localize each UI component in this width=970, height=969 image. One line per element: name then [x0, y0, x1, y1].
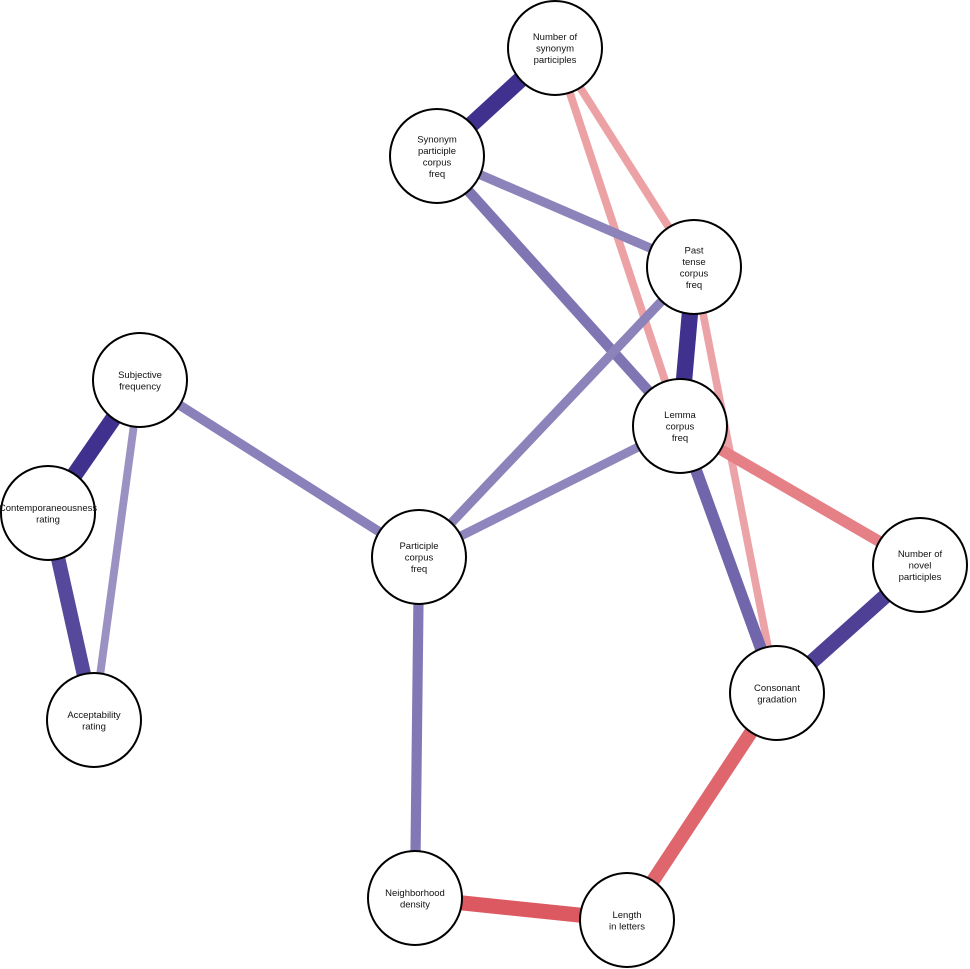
node-circle: [507, 0, 603, 96]
node-circle: [632, 378, 728, 474]
node-circle: [371, 509, 467, 605]
node-label: gradation: [757, 694, 797, 705]
edge-subj-part: [137, 376, 422, 561]
node-circle: [367, 850, 463, 946]
node-label: corpus: [666, 422, 695, 433]
node-label: Contemporaneousness: [0, 503, 97, 514]
node-label: Synonym: [417, 134, 457, 145]
node-circle: [729, 645, 825, 741]
node-label: Lemma: [664, 410, 696, 421]
node-label: participles: [899, 572, 942, 583]
edge-part-neigh: [409, 556, 425, 899]
node-label: freq: [672, 433, 688, 444]
node-label: Number of: [533, 32, 578, 43]
node-circle: [46, 672, 142, 768]
node-label: Participle: [399, 541, 438, 552]
node-label: Number of: [898, 549, 943, 560]
node-label: Consonant: [754, 683, 800, 694]
edges-layer: [40, 41, 926, 928]
node-circle: [92, 332, 188, 428]
node-circle: [579, 872, 675, 968]
node-circle: [389, 108, 485, 204]
edge-past-part: [415, 263, 698, 561]
edge-lemma-part: [416, 422, 683, 561]
node-circle: [0, 465, 96, 561]
node-label: participles: [534, 55, 577, 66]
node-label: Neighborhood: [385, 888, 445, 899]
node-label: in letters: [609, 921, 645, 932]
node-label: rating: [82, 721, 106, 732]
node-label: density: [400, 899, 430, 910]
node-label: tense: [682, 257, 705, 268]
node-label: freq: [411, 564, 427, 575]
node-label: novel: [909, 561, 932, 572]
node-circle: [646, 219, 742, 315]
node-label: Acceptability: [67, 710, 121, 721]
node-label: Length: [612, 910, 641, 921]
node-label: corpus: [423, 157, 452, 168]
node-circle: [872, 517, 968, 613]
node-label: participle: [418, 146, 456, 157]
node-label: frequency: [119, 381, 161, 392]
node-label: corpus: [405, 553, 434, 564]
node-label: Past: [684, 245, 703, 256]
node-label: corpus: [680, 268, 709, 279]
edge-subj-accept: [90, 379, 144, 721]
edge-past-cons: [690, 266, 781, 694]
node-label: Subjective: [118, 370, 162, 381]
node-label: freq: [429, 169, 445, 180]
node-label: synonym: [536, 44, 574, 55]
node-label: rating: [36, 514, 60, 525]
node-label: freq: [686, 280, 702, 291]
edge-synpart-lemma: [433, 152, 684, 430]
